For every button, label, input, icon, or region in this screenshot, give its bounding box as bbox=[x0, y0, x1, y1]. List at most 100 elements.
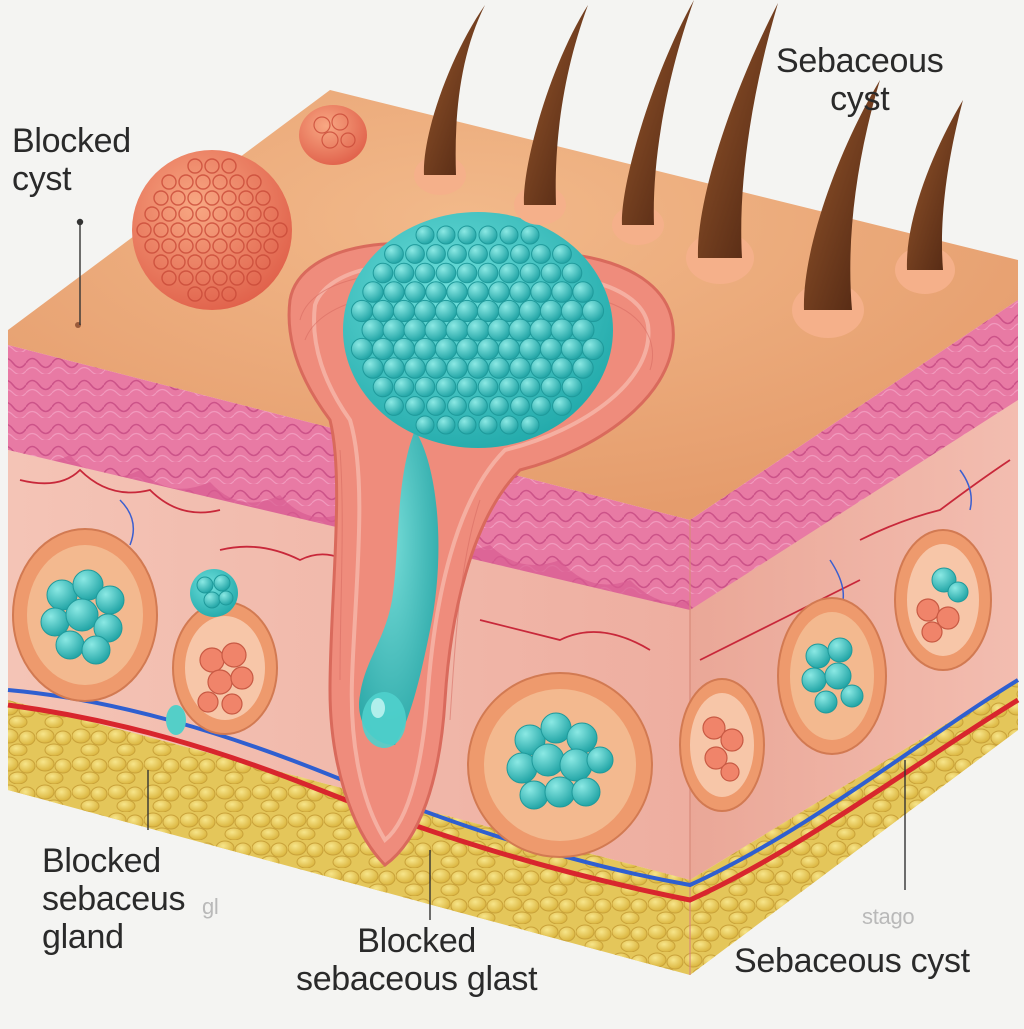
cyst-bead bbox=[581, 337, 605, 361]
label-blocked-sebaceous-glast: Blocked sebaceous glast bbox=[296, 922, 538, 998]
cyst-bead bbox=[466, 318, 490, 342]
nodule-cell bbox=[212, 174, 228, 190]
nodule-cell bbox=[187, 158, 203, 174]
nodule-cell bbox=[238, 222, 254, 238]
cyst-bead bbox=[489, 396, 509, 416]
surface-nodule-small bbox=[299, 105, 367, 165]
cyst-bead bbox=[519, 262, 541, 284]
cyst-bead bbox=[456, 262, 478, 284]
cyst-bead bbox=[560, 337, 584, 361]
cyst-bead bbox=[457, 225, 477, 245]
label-stray-stago: stago bbox=[862, 904, 915, 929]
cyst-bead bbox=[350, 299, 374, 323]
cyst-bead bbox=[445, 318, 469, 342]
dermal-gland-3 bbox=[467, 672, 653, 858]
nodule-cell bbox=[161, 174, 177, 190]
label-sebaceous-cyst-top: Sebaceous cyst bbox=[776, 42, 944, 118]
cyst-bead bbox=[413, 337, 437, 361]
nodule-cell bbox=[161, 270, 177, 286]
nodule-cell bbox=[263, 206, 279, 222]
nodule-cell bbox=[212, 206, 228, 222]
nodule-cell bbox=[204, 254, 220, 270]
small-cyst-bead bbox=[190, 569, 238, 617]
cyst-bead bbox=[531, 244, 551, 264]
cyst-bead bbox=[509, 357, 531, 379]
nodule-cell bbox=[187, 286, 203, 302]
cyst-bead bbox=[539, 299, 563, 323]
cyst-bead bbox=[540, 376, 562, 398]
cyst-bead bbox=[478, 415, 498, 435]
cyst-bead bbox=[551, 281, 573, 303]
cyst-bead bbox=[435, 376, 457, 398]
cyst-bead bbox=[384, 244, 404, 264]
cyst-bead bbox=[499, 225, 519, 245]
cyst-bead bbox=[508, 318, 532, 342]
nodule-cell bbox=[153, 190, 169, 206]
cyst-bead bbox=[456, 376, 478, 398]
cyst-bead bbox=[487, 318, 511, 342]
nodule-cell bbox=[221, 254, 237, 270]
cyst-bead bbox=[434, 299, 458, 323]
cyst-bead bbox=[571, 318, 595, 342]
cyst-bead bbox=[425, 281, 447, 303]
cyst-bead bbox=[561, 376, 583, 398]
label-blocked-sebaceus-gland-line3: gland bbox=[42, 918, 124, 956]
nodule-cell bbox=[229, 174, 245, 190]
nodule-cell bbox=[238, 254, 254, 270]
cyst-bead bbox=[468, 396, 488, 416]
cyst-bead bbox=[384, 396, 404, 416]
cyst-bead bbox=[404, 281, 426, 303]
cyst-bead bbox=[371, 299, 395, 323]
central-cyst bbox=[343, 212, 613, 448]
nodule-cell bbox=[178, 238, 194, 254]
cyst-bead bbox=[393, 376, 415, 398]
hair-shafts bbox=[414, 0, 963, 338]
cyst-bead bbox=[467, 357, 489, 379]
label-sebaceous-cyst-bottom: Sebaceous cyst bbox=[734, 942, 970, 980]
cyst-bead bbox=[415, 225, 435, 245]
cyst-bead bbox=[518, 337, 542, 361]
label-blocked-sebaceus-gland-line2: sebaceus bbox=[42, 880, 186, 918]
cyst-bead bbox=[477, 376, 499, 398]
nodule-cell bbox=[195, 238, 211, 254]
nodule-cell bbox=[221, 190, 237, 206]
nodule-cell bbox=[246, 238, 262, 254]
cyst-bead bbox=[478, 225, 498, 245]
nodule-cell bbox=[161, 238, 177, 254]
label-blocked-sebaceous-glast-line2: sebaceous glast bbox=[296, 960, 538, 998]
tiny-cyst-droplet bbox=[166, 705, 186, 735]
cyst-bead bbox=[361, 318, 385, 342]
cyst-bead bbox=[531, 396, 551, 416]
cyst-bead bbox=[572, 281, 594, 303]
cyst-bead bbox=[426, 244, 446, 264]
cyst-bead bbox=[446, 357, 468, 379]
nodule-cell bbox=[153, 222, 169, 238]
nodule-cell bbox=[170, 254, 186, 270]
cyst-bead bbox=[425, 357, 447, 379]
cyst-bead bbox=[539, 337, 563, 361]
nodule-cell bbox=[221, 158, 237, 174]
cyst-bead bbox=[436, 415, 456, 435]
cyst-bead bbox=[551, 357, 573, 379]
nodule-cell bbox=[170, 190, 186, 206]
cyst-bead bbox=[520, 415, 540, 435]
cyst-bead bbox=[362, 357, 384, 379]
dermal-gland-2 bbox=[172, 601, 278, 735]
cyst-bead bbox=[540, 262, 562, 284]
cyst-bead bbox=[468, 244, 488, 264]
cyst-bead bbox=[434, 337, 458, 361]
nodule-cell bbox=[238, 190, 254, 206]
cyst-bead bbox=[489, 244, 509, 264]
cyst-drip bbox=[359, 430, 439, 745]
cyst-bead bbox=[455, 337, 479, 361]
cyst-bead bbox=[498, 262, 520, 284]
dermal-gland-1 bbox=[12, 528, 158, 702]
cyst-bead bbox=[405, 396, 425, 416]
cyst-bead bbox=[362, 281, 384, 303]
nodule-cell bbox=[255, 254, 271, 270]
nodule-cell bbox=[187, 190, 203, 206]
cyst-bead bbox=[415, 415, 435, 435]
nodule-cell bbox=[204, 286, 220, 302]
